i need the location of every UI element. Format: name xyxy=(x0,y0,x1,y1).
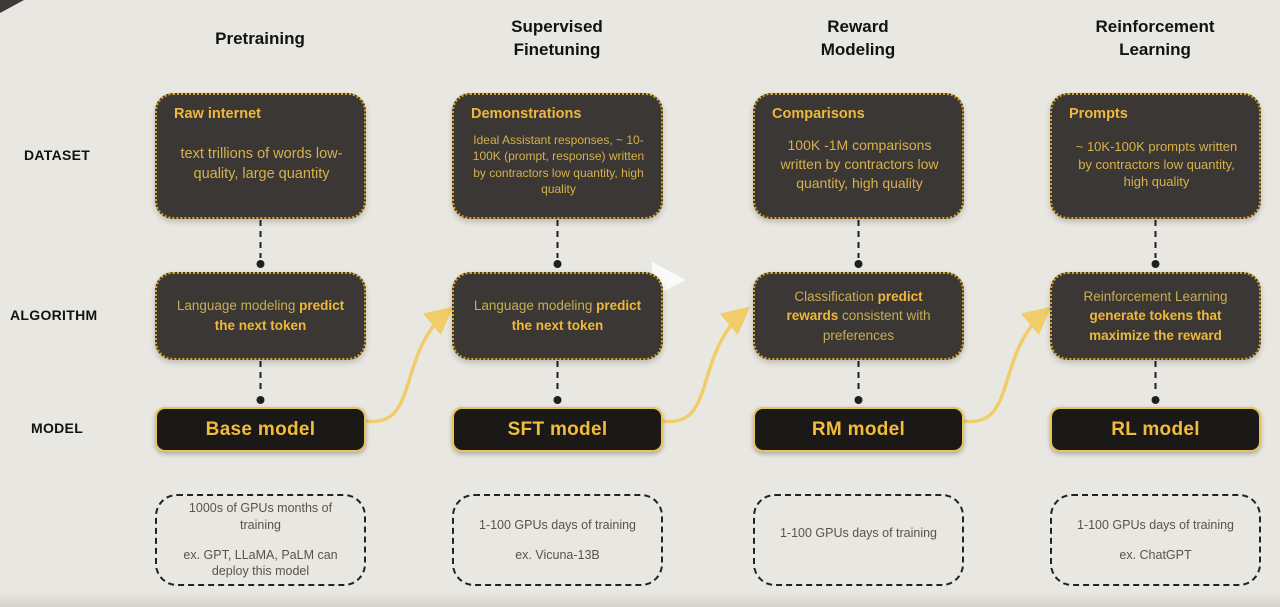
algorithm-box-reinforcement-learning: Reinforcement Learning generate tokens t… xyxy=(1050,272,1261,360)
compute-example: ex. Vicuna-13B xyxy=(515,547,600,562)
compute-box-sft: 1-100 GPUs days of training ex. Vicuna-1… xyxy=(452,494,663,586)
corner-artifact xyxy=(0,0,24,13)
dataset-box-comparisons: Comparisons 100K -1M comparisons written… xyxy=(753,93,964,219)
column-header-pretraining: Pretraining xyxy=(215,28,305,48)
compute-line: 1-100 GPUs days of training xyxy=(1076,517,1235,532)
dataset-title: Raw internet xyxy=(174,106,262,122)
algorithm-to-model-connectors xyxy=(259,361,1157,394)
compute-box-pretraining: 1000s of GPUs months of training ex. GPT… xyxy=(155,494,366,586)
compute-line: 1000s of GPUs months of training xyxy=(188,500,333,532)
model-box-base-model: Base model xyxy=(155,407,366,452)
dataset-to-algorithm-connectors xyxy=(259,220,1157,258)
dataset-box-raw-internet: Raw internet text trillions of words low… xyxy=(155,93,366,219)
compute-example: ex. ChatGPT xyxy=(1119,547,1192,562)
dataset-box-prompts: Prompts ~ 10K-100K prompts written by co… xyxy=(1050,93,1261,219)
compute-box-rm: 1-100 GPUs days of training xyxy=(753,494,964,586)
model-box-sft-model: SFT model xyxy=(452,407,663,452)
compute-line: 1-100 GPUs days of training xyxy=(478,517,637,532)
model-box-rl-model: RL model xyxy=(1050,407,1261,452)
algorithm-box-classification: Classification predict rewards consisten… xyxy=(753,272,964,360)
dataset-body: Ideal Assistant responses, ~ 10-100K (pr… xyxy=(472,133,645,196)
compute-example: ex. GPT, LLaMA, PaLM can deploy this mod… xyxy=(183,547,338,579)
connector-end-dots xyxy=(256,260,1160,404)
model-box-rm-model: RM model xyxy=(753,407,964,452)
row-label-model: MODEL xyxy=(31,420,84,436)
compute-box-rl: 1-100 GPUs days of training ex. ChatGPT xyxy=(1050,494,1261,586)
compute-line: 1-100 GPUs days of training xyxy=(779,526,938,541)
row-label-dataset: DATASET xyxy=(24,147,91,163)
algorithm-box-language-modeling-1: Language modeling predict the next token xyxy=(155,272,366,360)
dataset-title: Comparisons xyxy=(772,106,865,122)
dataset-body: 100K -1M comparisons written by contract… xyxy=(780,137,939,191)
dataset-title: Demonstrations xyxy=(471,106,582,122)
dataset-body: text trillions of words low-quality, lar… xyxy=(180,145,343,182)
dataset-box-demonstrations: Demonstrations Ideal Assistant responses… xyxy=(452,93,663,219)
dataset-body: ~ 10K-100K prompts written by contractor… xyxy=(1075,139,1238,190)
dataset-title: Prompts xyxy=(1069,106,1128,122)
row-label-algorithm: ALGORITHM xyxy=(10,307,98,323)
algorithm-box-language-modeling-2: Language modeling predict the next token xyxy=(452,272,663,360)
